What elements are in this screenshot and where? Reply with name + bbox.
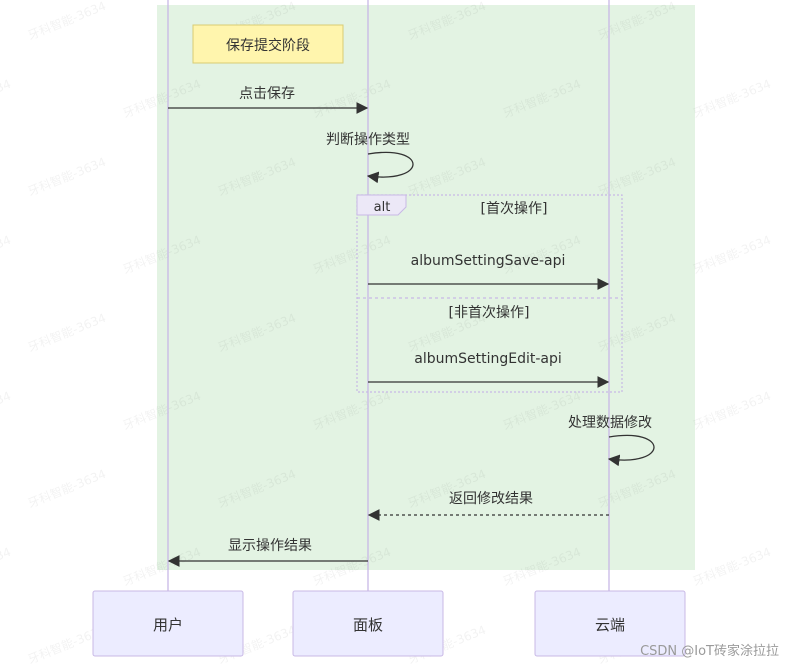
alt-frame: alt [首次操作] [非首次操作] (356, 194, 623, 393)
self-arrow (366, 151, 414, 184)
message-label: 判断操作类型 (326, 132, 410, 148)
message-show-result: 显示操作结果 (167, 538, 368, 567)
message-save-api: albumSettingSave-api (368, 253, 610, 290)
participant-label: 云端 (595, 616, 625, 634)
participant-cloud[interactable]: 云端 (534, 590, 686, 657)
message-label: albumSettingSave-api (411, 253, 566, 269)
participant-label: 面板 (353, 616, 383, 634)
alt-section-2: [非首次操作] (449, 305, 530, 321)
watermark-text: 牙科智能-3634 (0, 544, 13, 589)
watermark-text: 牙科智能-3634 (0, 232, 13, 277)
message-judge-type: 判断操作类型 (326, 132, 414, 184)
watermark-text: 牙科智能-3634 (26, 154, 108, 199)
note-text: 保存提交阶段 (226, 37, 310, 54)
watermark-text: 牙科智能-3634 (26, 0, 108, 43)
alt-section-1: [首次操作] (481, 201, 548, 217)
highlight-region (157, 5, 695, 570)
message-edit-api: albumSettingEdit-api (368, 351, 610, 388)
message-label: albumSettingEdit-api (414, 351, 562, 367)
message-process-data: 处理数据修改 (568, 415, 655, 467)
message-label: 返回修改结果 (449, 491, 533, 507)
watermark-text: 牙科智能-3634 (691, 76, 773, 121)
message-click-save: 点击保存 (168, 86, 369, 114)
participant-panel[interactable]: 面板 (292, 590, 444, 657)
self-arrow (607, 434, 655, 467)
message-label: 显示操作结果 (228, 538, 312, 554)
participant-label: 用户 (153, 616, 183, 634)
alt-keyword: alt (374, 200, 391, 215)
note: 保存提交阶段 (192, 24, 344, 64)
watermark-text: 牙科智能-3634 (26, 310, 108, 355)
message-label: 处理数据修改 (568, 415, 652, 431)
credit-text: CSDN @IoT砖家涂拉拉 (640, 644, 779, 659)
watermark-text: 牙科智能-3634 (0, 76, 13, 121)
message-return-result: 返回修改结果 (367, 491, 609, 521)
watermark-text: 牙科智能-3634 (691, 544, 773, 589)
participant-user[interactable]: 用户 (92, 590, 244, 657)
watermark-text: 牙科智能-3634 (691, 232, 773, 277)
watermark-text: 牙科智能-3634 (26, 466, 108, 511)
watermark-text: 牙科智能-3634 (691, 388, 773, 433)
watermark-text: 牙科智能-3634 (0, 388, 13, 433)
message-label: 点击保存 (239, 86, 295, 102)
alt-label-box (356, 194, 407, 216)
